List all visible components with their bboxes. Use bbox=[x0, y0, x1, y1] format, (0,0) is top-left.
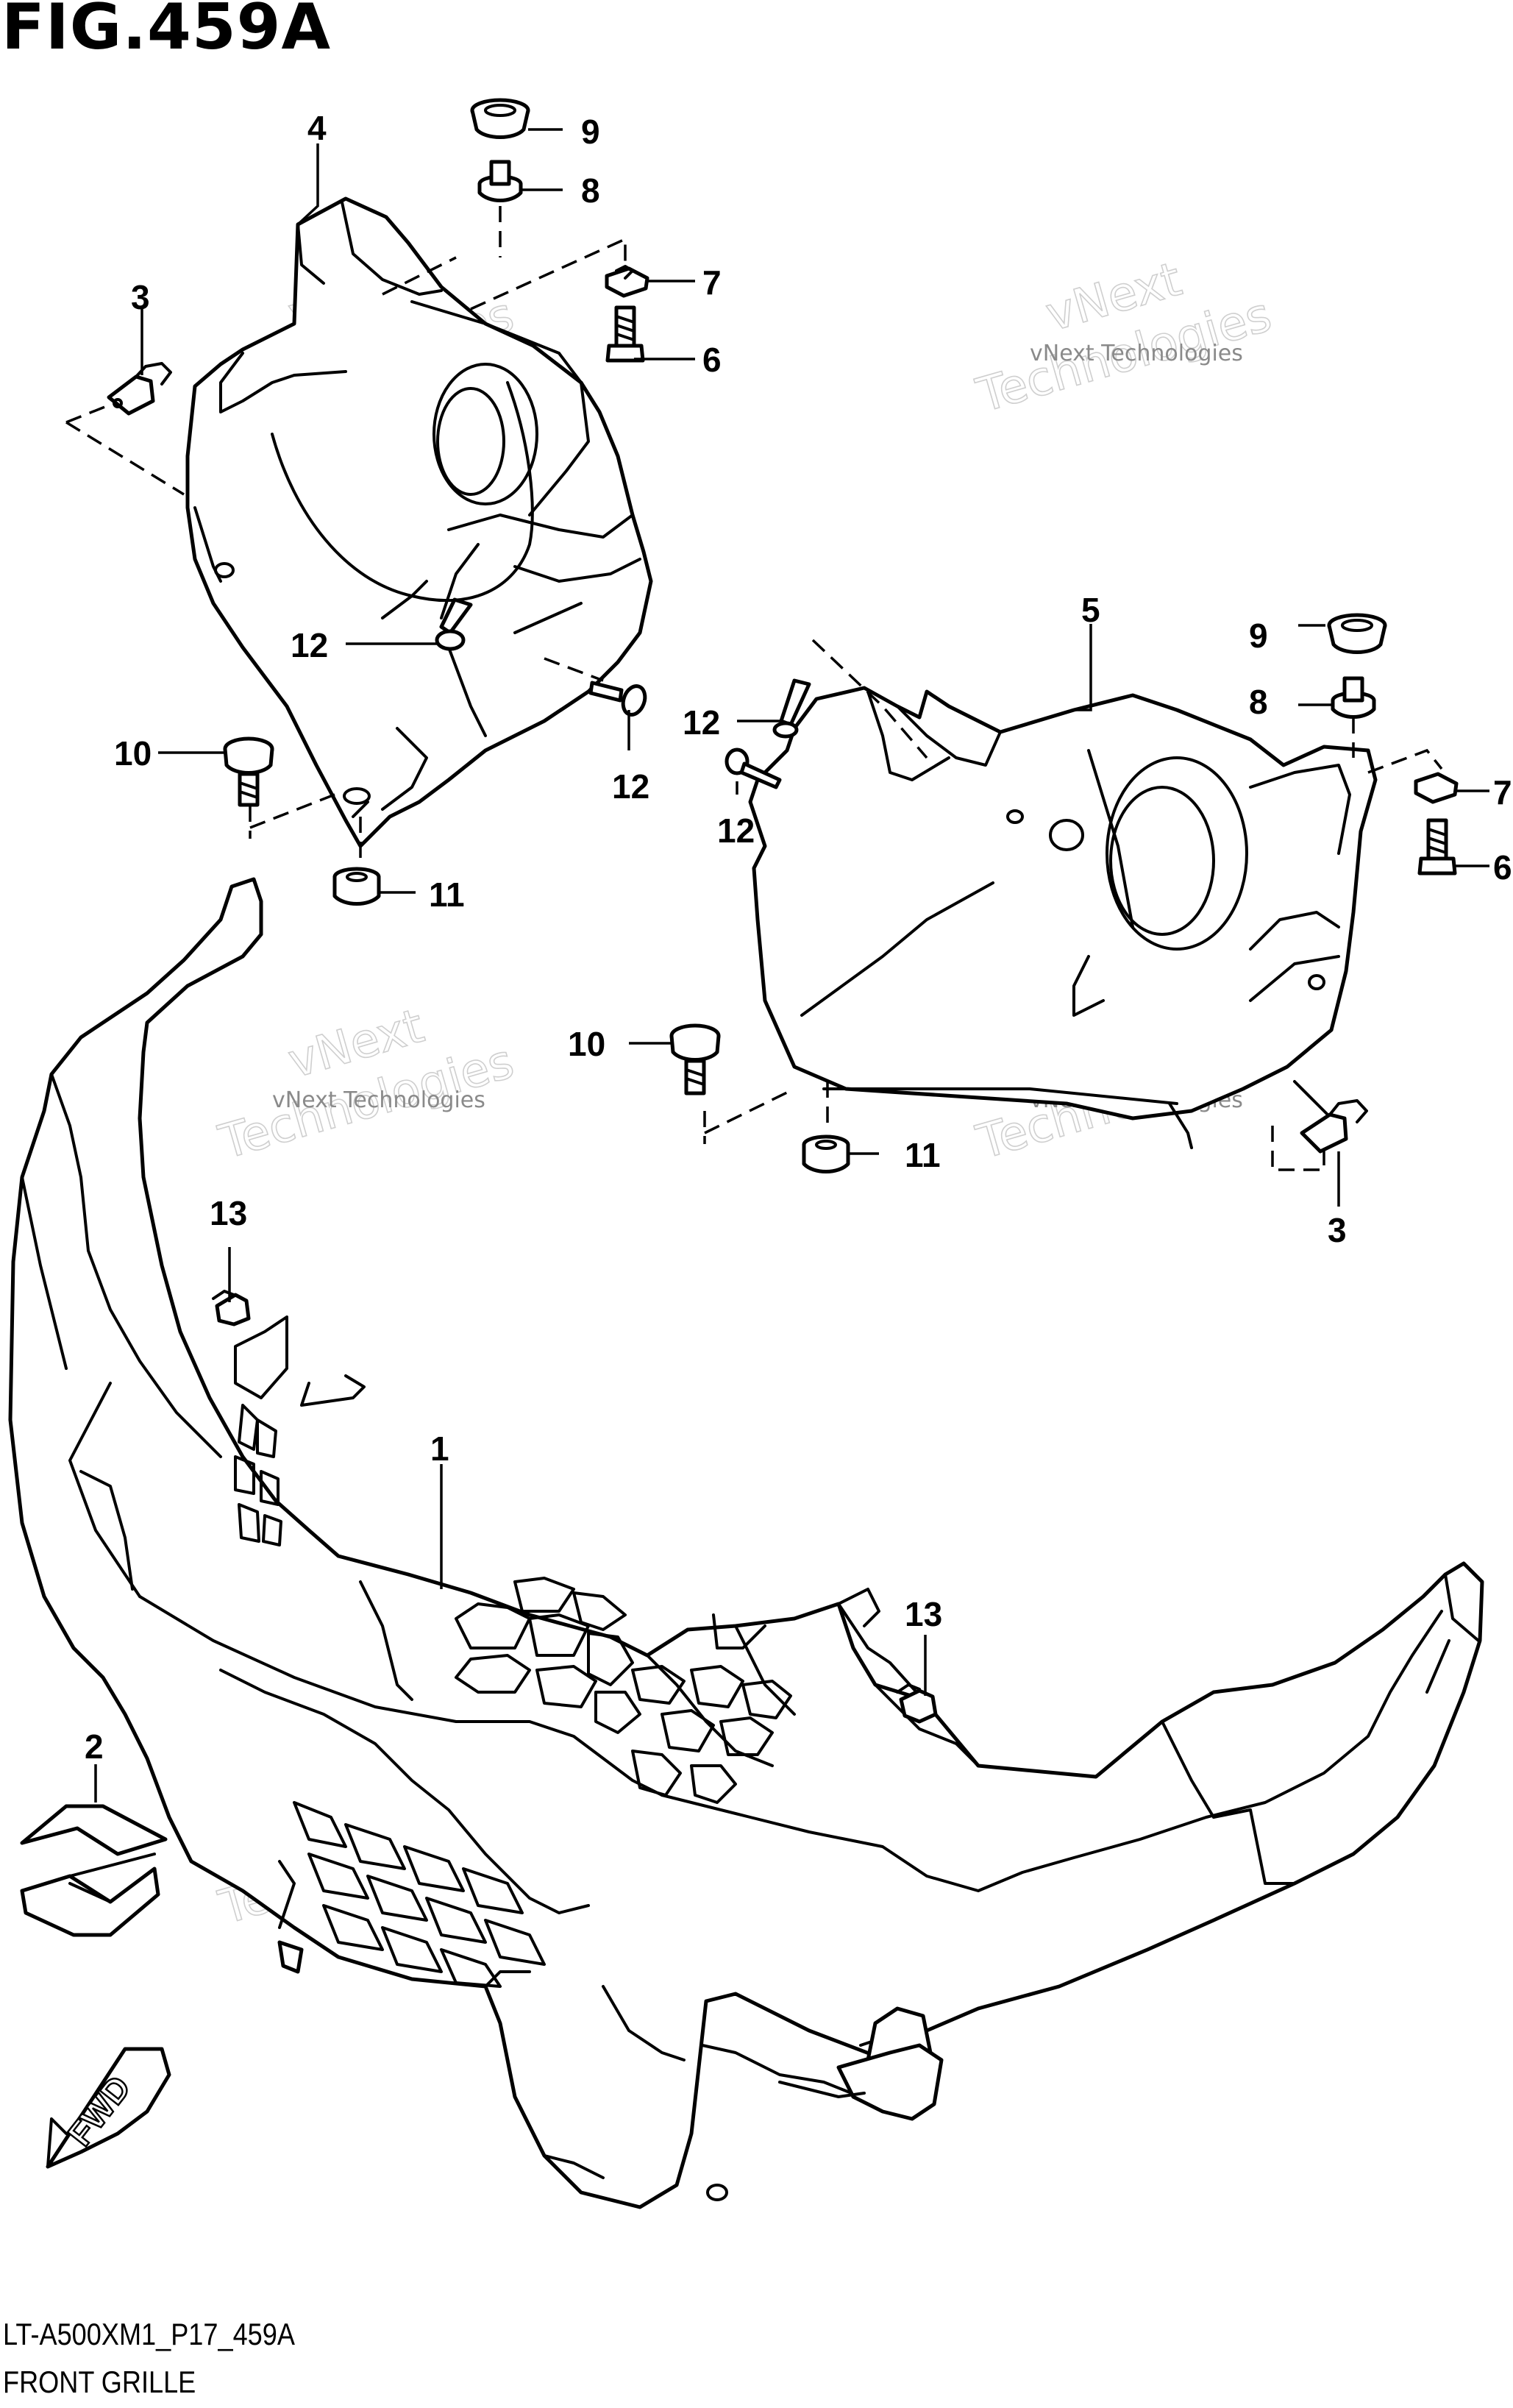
dash-6-left bbox=[382, 237, 627, 310]
callout-12-c: 12 bbox=[683, 703, 720, 742]
dash-right-top-bolt bbox=[1367, 748, 1443, 774]
callout-11-right: 11 bbox=[905, 1136, 941, 1174]
fastener-3-left-clip bbox=[107, 362, 172, 416]
callout-12-d: 12 bbox=[717, 811, 755, 850]
dash-3-left-to-bracket bbox=[65, 403, 185, 496]
emblem-part-2 bbox=[20, 1804, 168, 1937]
callout-10-right: 10 bbox=[568, 1025, 605, 1063]
fastener-13-right-clip bbox=[896, 1683, 938, 1724]
callout-2: 2 bbox=[85, 1727, 104, 1766]
grille-lower-slats bbox=[293, 1801, 546, 1988]
grille-mesh-right bbox=[631, 1665, 792, 1804]
callout-9-left: 9 bbox=[581, 113, 600, 151]
fastener-6-right-bolt bbox=[1417, 818, 1457, 876]
fastener-9-right-grommet bbox=[1327, 613, 1387, 654]
figure-caption: FRONT GRILLE bbox=[3, 2365, 196, 2399]
fastener-11-left-collar bbox=[332, 867, 381, 906]
fastener-12-right-screw-a bbox=[772, 678, 811, 739]
callout-7-left: 7 bbox=[702, 263, 722, 302]
left-bracket-part-4 bbox=[185, 196, 653, 848]
figure-code: LT-A500XM1_P17_459A bbox=[3, 2317, 295, 2351]
fastener-7-left-nut bbox=[605, 265, 649, 298]
callout-8-right: 8 bbox=[1249, 683, 1268, 721]
dash-10-left bbox=[249, 793, 335, 839]
callout-9-right: 9 bbox=[1249, 617, 1268, 655]
front-grille-part-1 bbox=[8, 877, 1484, 2209]
callout-13-left: 13 bbox=[210, 1194, 247, 1232]
fastener-6-left-bolt bbox=[605, 305, 645, 363]
grille-mesh-side bbox=[234, 1404, 282, 1546]
fastener-9-left-grommet bbox=[470, 98, 530, 139]
svg-text:vNext Technologies: vNext Technologies bbox=[272, 1087, 485, 1113]
fwd-direction-arrow: FWD bbox=[46, 2047, 171, 2169]
fastener-3-right-clip bbox=[1300, 1099, 1368, 1154]
callout-12-b: 12 bbox=[612, 767, 649, 806]
callout-1: 1 bbox=[430, 1429, 449, 1468]
fastener-8-left-nut bbox=[477, 160, 523, 202]
fastener-12-left-screw-a bbox=[435, 597, 473, 651]
callout-3-left: 3 bbox=[131, 278, 150, 316]
leader-lines bbox=[94, 128, 1489, 1803]
fastener-8-right-nut bbox=[1331, 676, 1376, 719]
callout-5: 5 bbox=[1081, 591, 1100, 629]
grille-tow-hook bbox=[836, 2043, 944, 2121]
callout-6-left: 6 bbox=[702, 341, 722, 379]
callout-8-left: 8 bbox=[581, 171, 600, 210]
figure-title: FIG.459A bbox=[1, 0, 332, 64]
callout-10-left: 10 bbox=[114, 734, 152, 773]
watermark-top-right: vNext Technologies vNext Technologies bbox=[970, 252, 1278, 425]
callout-3-right: 3 bbox=[1328, 1211, 1347, 1249]
fastener-10-right-bolt bbox=[669, 1023, 721, 1095]
svg-text:vNext Technologies: vNext Technologies bbox=[1030, 341, 1243, 366]
watermark-mid-left: vNext Technologies vNext Technologies bbox=[213, 998, 520, 1171]
fastener-12-left-screw-b bbox=[588, 681, 647, 717]
callout-13-right: 13 bbox=[905, 1595, 942, 1633]
fastener-10-left-bolt bbox=[223, 736, 274, 807]
callout-11-left: 11 bbox=[429, 876, 465, 914]
fastener-7-right-nut bbox=[1414, 772, 1459, 804]
callout-7-right: 7 bbox=[1493, 773, 1512, 811]
fastener-13-left-clip bbox=[212, 1290, 251, 1326]
callout-6-right: 6 bbox=[1493, 848, 1512, 887]
dash-12-right-left bbox=[544, 657, 604, 682]
dash-12-right-a bbox=[811, 639, 928, 759]
grille-mesh-left bbox=[455, 1577, 641, 1734]
callout-12-a: 12 bbox=[291, 626, 328, 664]
fastener-11-right-collar bbox=[802, 1134, 850, 1173]
dash-10-right bbox=[703, 1087, 795, 1144]
callout-4: 4 bbox=[307, 109, 327, 147]
fastener-12-right-screw-b bbox=[725, 747, 782, 789]
callouts: 4 9 8 7 6 3 12 12 10 11 5 9 8 7 6 12 12 … bbox=[85, 109, 1512, 1766]
right-bracket-part-5 bbox=[748, 686, 1378, 1149]
